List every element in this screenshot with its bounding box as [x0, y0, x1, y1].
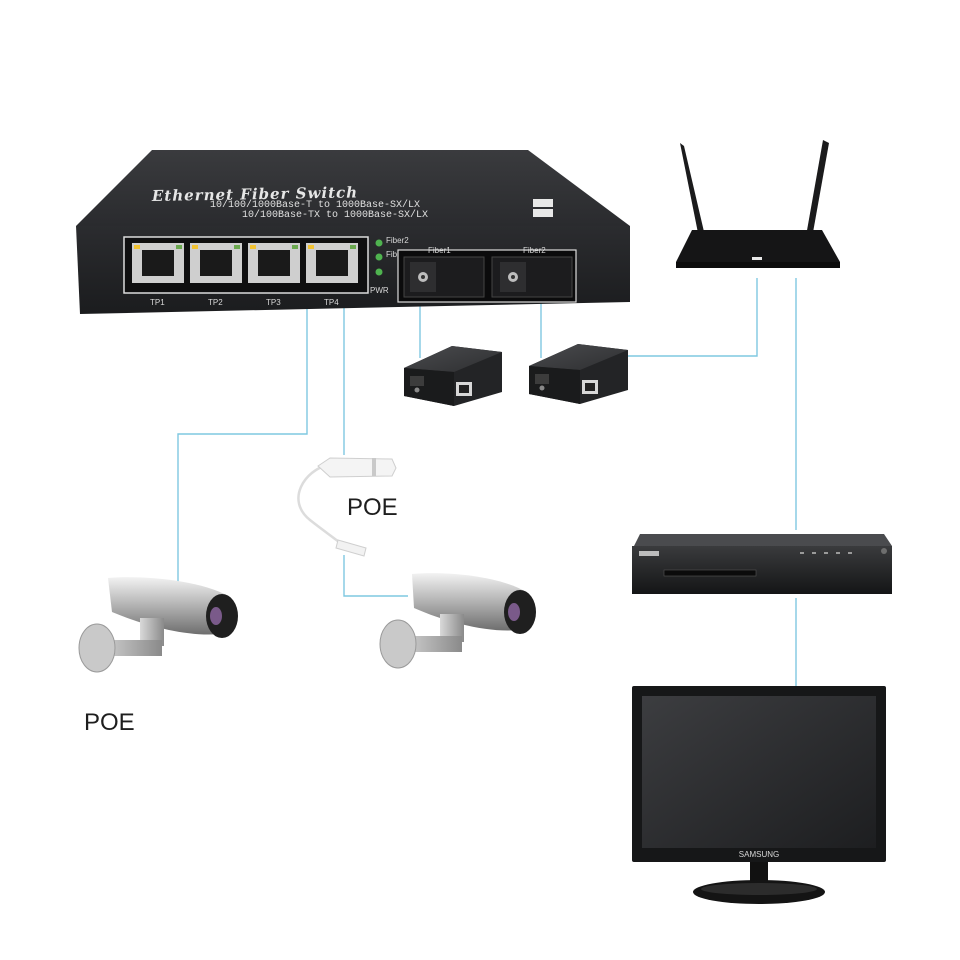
- poe-injector-body: [317, 457, 397, 478]
- camera-1-lens: [210, 607, 222, 625]
- port-label-tp3: TP3: [266, 298, 281, 307]
- camera-1-poe-label: POE: [84, 709, 135, 736]
- port-label-tp1: TP1: [150, 298, 165, 307]
- switch-subtitle-line1: 10/100/1000Base-T to 1000Base-SX/LX: [210, 199, 420, 211]
- router-front-edge: [676, 262, 840, 268]
- nvr-power-button: [881, 548, 887, 554]
- led-label-pwr: PWR: [370, 286, 389, 295]
- monitor-screen: [642, 696, 876, 848]
- switch-top-panel: [76, 150, 630, 226]
- router-body: [676, 230, 840, 262]
- port-label-tp2: TP2: [208, 298, 223, 307]
- monitor-neck: [750, 862, 768, 884]
- monitor: SAMSUNG: [632, 686, 886, 904]
- poe-injector-plug: [335, 539, 367, 557]
- poe-injector: POE: [297, 457, 398, 557]
- camera-2-wall-plate: [379, 619, 417, 669]
- security-camera-1: POE: [78, 577, 238, 736]
- fiber-port-label-2: Fiber2: [523, 246, 546, 255]
- nvr-top: [634, 534, 892, 546]
- connection-lines: [177, 278, 797, 688]
- camera-1-wall-plate: [78, 623, 116, 673]
- router-antenna-right: [806, 140, 829, 238]
- rj45-port-tp3: [248, 243, 300, 283]
- poe-injector-cable: [297, 463, 344, 546]
- port-label-tp4: TP4: [324, 298, 339, 307]
- link-converter-2-to-router: [626, 278, 758, 357]
- fiber-port-label-1: Fiber1: [428, 246, 451, 255]
- nvr-brand-plate: [639, 551, 659, 556]
- monitor-base-highlight: [701, 883, 817, 895]
- rj45-port-tp4: [306, 243, 358, 283]
- switch-check-box-2: [533, 209, 553, 217]
- led-fiber2: [375, 239, 383, 247]
- rj45-port-tp2: [190, 243, 242, 283]
- poe-injector-label: POE: [347, 494, 398, 521]
- network-video-recorder: [632, 534, 892, 594]
- media-converter-1: [404, 346, 502, 406]
- ethernet-fiber-switch: Ethernet Fiber Switch 10/100/1000Base-T …: [76, 150, 630, 314]
- fiber-port-2: [491, 256, 573, 298]
- led-label-fiber2: Fiber2: [386, 236, 409, 245]
- nvr-status-leds: [800, 552, 852, 554]
- fiber-port-1: [403, 256, 485, 298]
- security-camera-2: [379, 573, 536, 669]
- rj45-port-tp1: [132, 243, 184, 283]
- monitor-brand: SAMSUNG: [739, 850, 779, 859]
- link-tp4-to-camera-1: [177, 308, 308, 585]
- camera-1-body: [108, 577, 232, 635]
- led-pwr: [375, 268, 383, 276]
- camera-2-lens: [508, 603, 520, 621]
- nvr-drive-slot: [663, 569, 757, 577]
- wifi-router: [676, 140, 840, 268]
- switch-subtitle-line2: 10/100Base-TX to 1000Base-SX/LX: [242, 209, 428, 221]
- router-antenna-left: [680, 143, 705, 238]
- link-poe-injector-to-camera-2: [343, 555, 408, 597]
- router-status-light: [752, 257, 762, 260]
- media-converter-2: [529, 344, 628, 404]
- switch-check-box-1: [533, 199, 553, 207]
- switch-title: Ethernet Fiber Switch: [151, 183, 359, 205]
- led-fiber1: [375, 253, 383, 261]
